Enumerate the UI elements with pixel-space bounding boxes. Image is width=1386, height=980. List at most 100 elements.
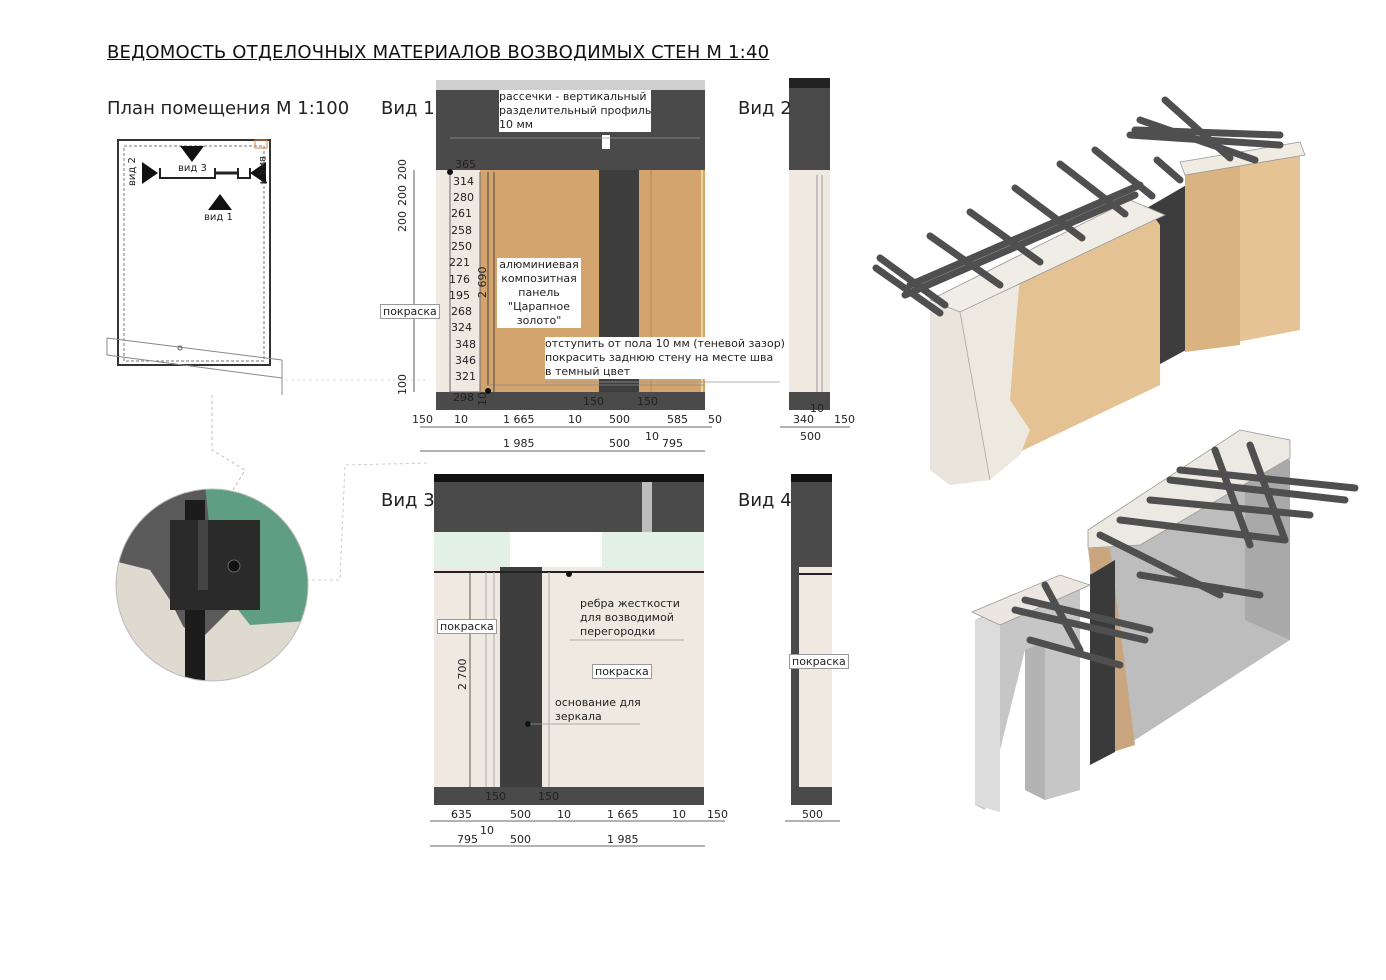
level-value: 250 [451, 240, 472, 253]
view1-note-top: рассечки - вертикальный разделительный п… [499, 90, 652, 132]
level-value: 321 [455, 370, 476, 383]
sheet-title: ВЕДОМОСТЬ ОТДЕЛОЧНЫХ МАТЕРИАЛОВ ВОЗВОДИМ… [107, 42, 770, 63]
note-line: алюминиевая [499, 258, 579, 271]
note-line: покрасить заднюю стену на месте шва [545, 351, 774, 364]
view3-note-mirror: основание для зеркала [555, 696, 641, 724]
note-line: разделительный профиль [499, 104, 652, 117]
note-line: ребра жесткости [580, 597, 680, 610]
view3-dimensions [430, 572, 725, 847]
dim: 50 [708, 413, 722, 426]
note-line: в темный цвет [545, 365, 631, 378]
dim: 795 [662, 437, 683, 450]
view4-elevation [785, 474, 840, 822]
level-value: 348 [455, 338, 476, 351]
joint-detail-circle [116, 489, 308, 681]
note-line: золото" [516, 314, 562, 327]
dim: 150 [583, 395, 604, 408]
dim: 500 [510, 833, 531, 846]
note-line: композитная [501, 272, 577, 285]
vdim: 10 [476, 392, 489, 406]
level-value: 195 [449, 289, 470, 302]
dim: 10 [454, 413, 468, 426]
dim: 1 665 [503, 413, 535, 426]
dim: 150 [538, 790, 559, 803]
plan-label-view2: вид 2 [127, 157, 138, 186]
view2-arrow-icon [142, 162, 158, 184]
isometric-view-grey [971, 429, 1359, 812]
view2-heading: Вид 2 [738, 98, 792, 119]
note-line: для возводимой [580, 611, 674, 624]
dim: 10 [645, 430, 659, 443]
view1-note-floor: отступить от пола 10 мм (теневой зазор) … [545, 337, 785, 379]
view1-paint-label: покраска [380, 304, 440, 319]
dim: 500 [609, 437, 630, 450]
view3-arrow-icon [180, 146, 204, 162]
dim: 1 985 [503, 437, 535, 450]
dim: 10 [672, 808, 686, 821]
level-value: 258 [451, 224, 472, 237]
view4-heading: Вид 4 [738, 490, 792, 511]
plan-heading: План помещения М 1:100 [107, 98, 350, 119]
dim: 150 [707, 808, 728, 821]
plan-label-view1: вид 1 [204, 212, 233, 223]
plan-label-view4: вид 4 [257, 156, 268, 185]
note-line: рассечки - вертикальный [499, 90, 647, 103]
view1-arrow-icon [208, 194, 232, 210]
view3-paint-left: покраска [437, 619, 497, 634]
dim: 585 [667, 413, 688, 426]
note-line: 10 мм [499, 118, 534, 131]
view1-note-panel: алюминиевая композитная панель "Царапное… [497, 258, 581, 328]
dim: 150 [412, 413, 433, 426]
view3-note-ribs: ребра жесткости для возводимой перегород… [580, 597, 680, 639]
level-value: 314 [453, 175, 474, 188]
level-value: 280 [453, 191, 474, 204]
level-value: 221 [449, 256, 470, 269]
view1-dimensions [413, 170, 712, 452]
level-value: 261 [451, 207, 472, 220]
view3-heading: Вид 3 [381, 490, 435, 511]
vdim: 200 [396, 211, 409, 232]
dim: 500 [800, 430, 821, 443]
dim: 500 [802, 808, 823, 821]
dim: 795 [457, 833, 478, 846]
level-value: 298 [453, 391, 474, 404]
view1-heading: Вид 1 [381, 98, 435, 119]
note-line: "Царапное [508, 300, 570, 313]
view1-height-dim: 2 690 [476, 266, 489, 299]
dim: 635 [451, 808, 472, 821]
dim: 1 665 [607, 808, 639, 821]
dim: 500 [609, 413, 630, 426]
plan-label-view3: вид 3 [178, 163, 207, 174]
dim: 150 [485, 790, 506, 803]
dim: 10 [810, 402, 824, 415]
level-value: 324 [451, 321, 472, 334]
dim: 1 985 [607, 833, 639, 846]
dim: 10 [557, 808, 571, 821]
vdim: 100 [396, 374, 409, 395]
level-value: 346 [455, 354, 476, 367]
room-plan [106, 139, 431, 581]
dim: 10 [480, 824, 494, 837]
note-line: основание для [555, 696, 641, 709]
dim: 500 [510, 808, 531, 821]
view3-elevation [434, 474, 704, 805]
vdim: 200 [396, 185, 409, 206]
dim: 340 [793, 413, 814, 426]
isometric-view-gold [872, 96, 1306, 485]
note-line: зеркала [555, 710, 602, 723]
view3-paint-mid: покраска [592, 664, 652, 679]
view4-paint-label: покраска [789, 654, 849, 669]
view3-height-dim: 2 700 [456, 658, 469, 691]
vdim: 200 [396, 159, 409, 180]
note-line: перегородки [580, 625, 656, 638]
dim: 150 [834, 413, 855, 426]
level-value: 176 [449, 273, 470, 286]
level-value: 268 [451, 305, 472, 318]
note-line: панель [518, 286, 560, 299]
dim: 150 [637, 395, 658, 408]
view2-elevation [780, 78, 850, 428]
dim: 10 [568, 413, 582, 426]
level-value: 365 [455, 158, 476, 171]
view4-arrow-icon [250, 162, 266, 184]
